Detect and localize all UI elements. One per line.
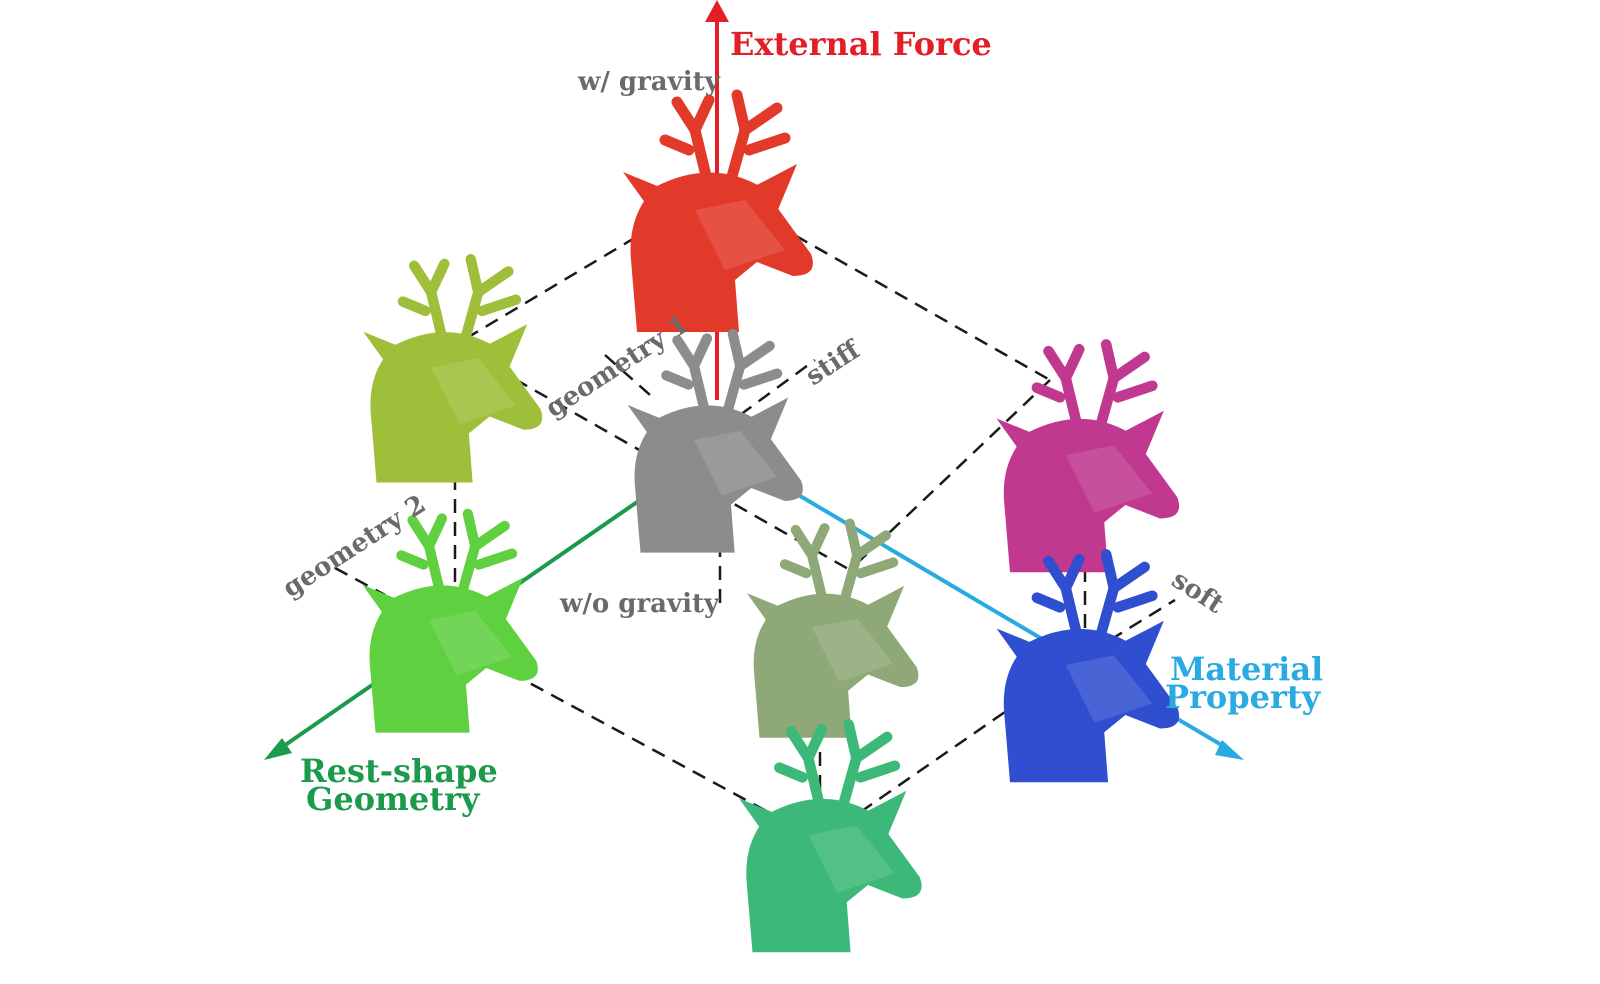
- deer-green-blue: [739, 724, 922, 952]
- geometry2-label: geometry 2: [277, 489, 431, 604]
- cube-edge: [1109, 598, 1176, 642]
- cube-edge: [739, 358, 816, 417]
- rest-shape-label-line2: Geometry: [306, 780, 481, 818]
- soft-label: soft: [1166, 565, 1229, 620]
- external-force-arrowhead: [705, 0, 729, 22]
- deer-gradient-center: [747, 524, 919, 738]
- cube-edge: [334, 566, 386, 597]
- rest-shape-label-line1: Rest-shape: [300, 752, 498, 790]
- stiff-label: stiff: [800, 334, 866, 392]
- material-label-line2: Property: [1165, 678, 1322, 716]
- external-force-label: External Force: [730, 25, 992, 63]
- cube-edge: [604, 354, 651, 396]
- deer-heads: [363, 95, 1180, 952]
- rest-shape-arrowhead: [264, 738, 292, 760]
- geometry1-label: geometry 1: [540, 309, 694, 424]
- deer-olive: [363, 259, 542, 482]
- axis-labels: External Force Rest-shape Geometry Mater…: [300, 25, 1323, 818]
- deer-green-geometry2: [363, 514, 538, 733]
- wo-gravity-label: w/o gravity: [559, 589, 720, 619]
- cube-edge: [714, 188, 1051, 382]
- w-gravity-label: w/ gravity: [577, 67, 721, 97]
- deer-blue: [997, 554, 1180, 782]
- material-label-line1: Material: [1170, 650, 1323, 688]
- material-arrowhead: [1215, 740, 1244, 760]
- deer-magenta: [997, 344, 1180, 572]
